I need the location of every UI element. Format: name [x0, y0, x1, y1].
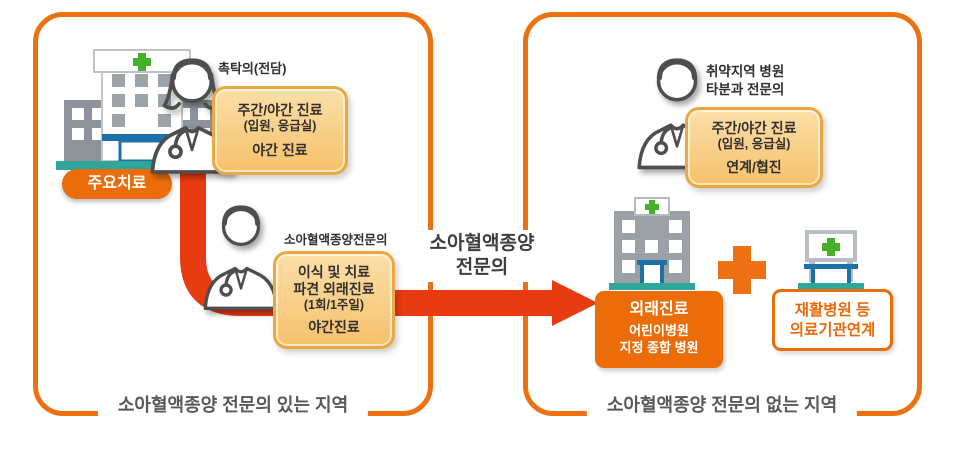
left-region-label: 소아혈액종양 전문의 있는 지역 — [97, 392, 369, 418]
care-line: 연계/협진 — [726, 159, 782, 175]
general-hospital-icon — [609, 196, 695, 290]
plus-icon — [718, 246, 766, 294]
care-line: 야간 진료 — [252, 142, 308, 158]
specialist-care-box: 이식 및 치료 파견 외래진료 (1회/1주일) 야간진료 — [273, 251, 395, 349]
right-region-label: 소아혈액종양 전문의 없는 지역 — [586, 392, 858, 418]
care-line: (1회/1주일) — [303, 298, 365, 312]
specialist-doctor-icon — [198, 202, 284, 310]
care-line: 주간/야간 진료 — [711, 120, 797, 136]
outpatient-line: 지정 종합 병원 — [619, 340, 699, 355]
local-doctor-label: 취약지역 병원 타분과 전문의 — [706, 63, 784, 99]
main-care-badge: 주요치료 — [62, 169, 172, 199]
care-line: 파견 외래진료 — [293, 281, 375, 297]
local-doctor-care-box: 주간/야간 진료 (입원, 응급실) 연계/협진 — [685, 107, 823, 188]
specialist-label: 소아혈액종양전문의 — [284, 233, 388, 247]
local-doctor-label-line1: 취약지역 병원 — [706, 64, 785, 79]
outpatient-box: 외래진료 어린이병원 지정 종합 병원 — [595, 291, 723, 368]
rehab-clinic-icon — [798, 228, 864, 290]
rehab-line: 재활병원 등 — [794, 302, 871, 319]
care-line: 야간진료 — [308, 319, 360, 335]
consultant-label: 촉탁의(전담) — [218, 61, 287, 76]
arrow-label-line2: 전문의 — [455, 257, 509, 278]
consultant-care-box: 주간/야간 진료 (입원, 응급실) 야간 진료 — [212, 86, 348, 175]
arrow-label-line1: 소아혈액종양 — [429, 233, 535, 254]
care-line: 이식 및 치료 — [297, 264, 371, 280]
local-doctor-label-line2: 타분과 전문의 — [706, 82, 785, 97]
care-line: (입원, 응급실) — [717, 137, 791, 151]
care-line: (입원, 응급실) — [243, 119, 317, 133]
rehab-line: 의료기관연계 — [789, 322, 876, 339]
outpatient-line: 외래진료 — [629, 301, 689, 318]
care-line: 주간/야간 진료 — [237, 102, 323, 118]
arrow-label: 소아혈액종양 전문의 — [423, 230, 541, 282]
outpatient-line: 어린이병원 — [629, 323, 689, 338]
rehab-link-box: 재활병원 등 의료기관연계 — [772, 289, 893, 351]
